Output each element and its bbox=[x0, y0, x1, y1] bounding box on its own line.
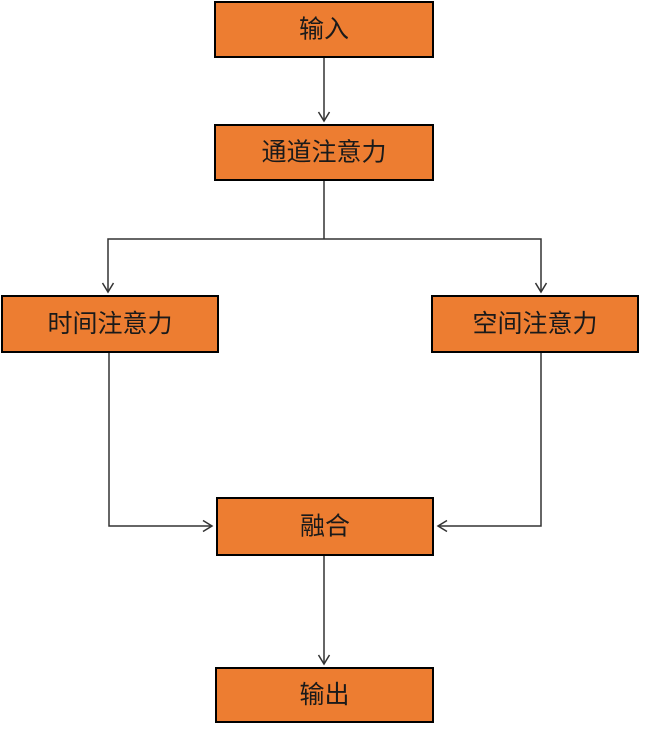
node-output-label: 输出 bbox=[299, 681, 349, 709]
node-temporal-attention: 时间注意力 bbox=[1, 295, 219, 353]
edge-temporal-attention-to-fusion bbox=[108, 352, 214, 533]
edge-channel-attention-to-temporal-attention bbox=[101, 238, 324, 294]
node-channel-attention: 通道注意力 bbox=[214, 124, 434, 181]
node-temporal-attention-box bbox=[1, 295, 219, 353]
node-fusion-label: 融合 bbox=[300, 513, 350, 541]
node-input-label: 输入 bbox=[299, 16, 349, 44]
edge-channel-attention-to-spatial-attention bbox=[324, 238, 548, 294]
node-input: 输入 bbox=[214, 1, 434, 58]
node-channel-attention-box bbox=[214, 124, 434, 181]
node-temporal-attention-label: 时间注意力 bbox=[47, 310, 172, 338]
node-output: 输出 bbox=[215, 667, 434, 723]
node-fusion: 融合 bbox=[216, 497, 434, 556]
node-fusion-box bbox=[216, 497, 434, 556]
node-output-box bbox=[215, 667, 434, 723]
node-channel-attention-label: 通道注意力 bbox=[261, 139, 386, 167]
node-spatial-attention-box bbox=[431, 295, 639, 353]
edge-spatial-attention-to-fusion bbox=[436, 352, 542, 533]
node-input-box bbox=[214, 1, 434, 58]
node-spatial-attention-label: 空间注意力 bbox=[472, 310, 597, 338]
node-spatial-attention: 空间注意力 bbox=[431, 295, 639, 353]
